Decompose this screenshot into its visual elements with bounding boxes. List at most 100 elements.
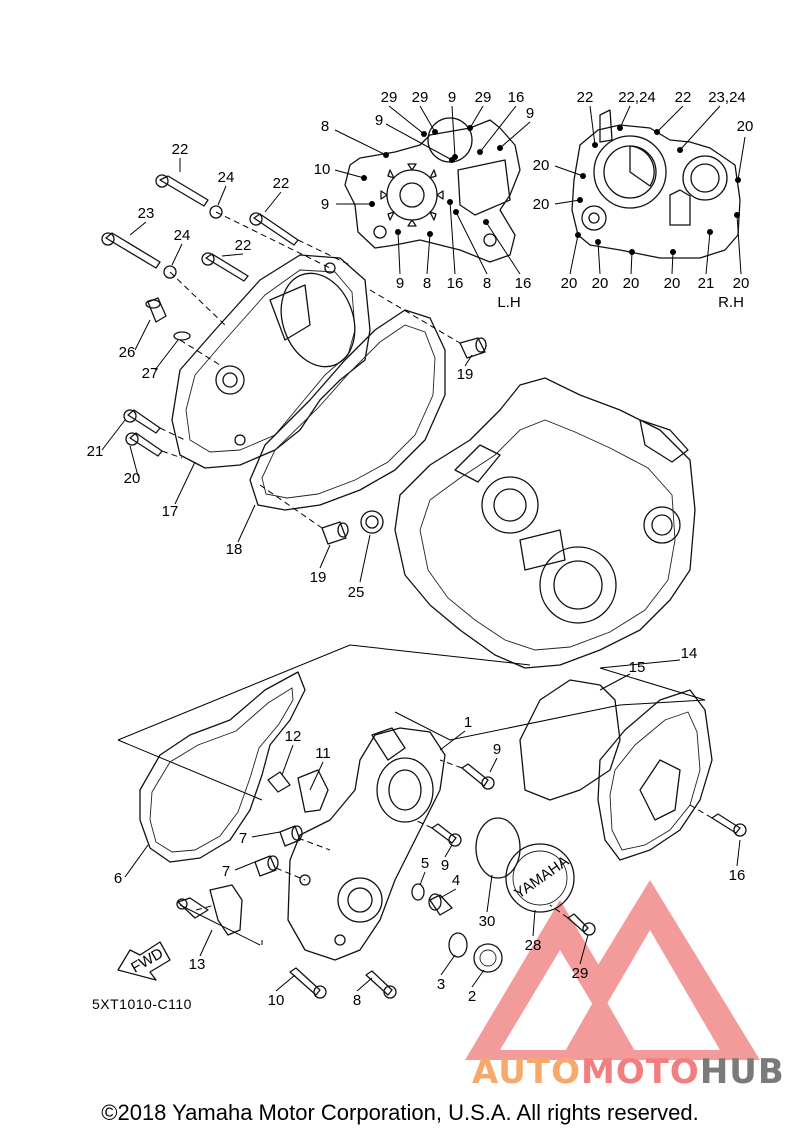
rh-callout: 20 bbox=[623, 275, 640, 292]
lower-callout: 4 bbox=[452, 872, 460, 889]
rh-callout: 22 bbox=[675, 89, 692, 106]
lower-callout: 16 bbox=[729, 867, 746, 884]
lh-callout: 16 bbox=[515, 275, 532, 292]
lh-callout: 29 bbox=[475, 89, 492, 106]
watermark-logo bbox=[465, 880, 760, 1060]
upper-callout: 26 bbox=[119, 344, 136, 361]
upper-callout: 19 bbox=[457, 366, 474, 383]
sprocket-cover-14 bbox=[597, 689, 713, 861]
crankcase-cover-1 bbox=[287, 727, 446, 961]
plugs bbox=[428, 893, 503, 973]
lower-callout: 14 bbox=[681, 645, 698, 662]
lh-leaders bbox=[334, 105, 531, 275]
upper-callout: 22 bbox=[235, 237, 252, 254]
lower-callout: 12 bbox=[285, 728, 302, 745]
rh-callout: 20 bbox=[733, 275, 750, 292]
upper-callout: 27 bbox=[142, 365, 159, 382]
small-parts bbox=[254, 769, 329, 877]
bracket-13 bbox=[176, 884, 243, 936]
upper-callout: 22 bbox=[273, 175, 290, 192]
rh-view-label: R.H bbox=[718, 294, 744, 311]
upper-callout: 19 bbox=[310, 569, 327, 586]
rh-callout: 20 bbox=[561, 275, 578, 292]
watermark-text: AUTOMOTOHUB bbox=[472, 1052, 785, 1092]
watermark-hub: HUB bbox=[699, 1052, 785, 1092]
rh-leaders bbox=[554, 105, 746, 275]
rh-callout: 21 bbox=[698, 275, 715, 292]
lh-callout: 29 bbox=[412, 89, 429, 106]
upper-callout: 18 bbox=[226, 541, 243, 558]
lh-callout: 9 bbox=[526, 105, 534, 122]
lower-callout: 2 bbox=[468, 988, 476, 1005]
lower-callouts: 1 9 12 11 14 15 7 7 6 5 9 4 13 3 30 28 1… bbox=[114, 645, 746, 1009]
lh-callouts: 29 29 9 29 16 9 8 9 10 9 9 8 16 8 16 L.H bbox=[314, 89, 535, 311]
upper-callout: 24 bbox=[174, 227, 191, 244]
lower-callout: 8 bbox=[353, 992, 361, 1009]
upper-callouts: 22 24 22 23 24 22 26 27 19 21 20 17 18 1… bbox=[87, 141, 474, 601]
frame-lines bbox=[117, 644, 706, 946]
watermark-moto: MOTO bbox=[580, 1052, 700, 1092]
crankcase-assembly bbox=[394, 377, 696, 669]
watermark-auto: AUTO bbox=[472, 1052, 581, 1092]
lower-callout: 1 bbox=[464, 714, 472, 731]
lower-dashed-leaders bbox=[195, 759, 713, 919]
lower-callout: 15 bbox=[629, 659, 646, 676]
lh-callout: 10 bbox=[314, 161, 331, 178]
rh-callout: 20 bbox=[533, 196, 550, 213]
upper-dashed-leaders bbox=[159, 211, 461, 529]
upper-callout: 23 bbox=[138, 205, 155, 222]
lh-callout: 8 bbox=[321, 118, 329, 135]
rh-callout: 20 bbox=[592, 275, 609, 292]
upper-callout: 25 bbox=[348, 584, 365, 601]
lh-callout: 9 bbox=[321, 196, 329, 213]
lh-callout: 9 bbox=[396, 275, 404, 292]
lh-callout: 8 bbox=[483, 275, 491, 292]
lower-callout: 9 bbox=[441, 857, 449, 874]
upper-bolts bbox=[101, 174, 299, 457]
copyright-notice: ©2018 Yamaha Motor Corporation, U.S.A. A… bbox=[101, 1100, 699, 1125]
fwd-arrow-icon bbox=[117, 941, 171, 981]
lower-callout: 30 bbox=[479, 913, 496, 930]
rh-callout: 22,24 bbox=[618, 89, 656, 106]
upper-callout: 20 bbox=[124, 470, 141, 487]
upper-callout: 21 bbox=[87, 443, 104, 460]
lower-callout: 3 bbox=[437, 976, 445, 993]
diagram-code: 5XT1010-C110 bbox=[92, 996, 192, 1012]
lh-view bbox=[344, 117, 521, 263]
lower-callout: 9 bbox=[493, 741, 501, 758]
lower-callout: 29 bbox=[572, 965, 589, 982]
lower-callout: 6 bbox=[114, 870, 122, 887]
o-rings bbox=[411, 817, 521, 958]
lh-callout: 16 bbox=[508, 89, 525, 106]
gasket-15 bbox=[519, 679, 621, 801]
dowel-parts bbox=[321, 337, 487, 545]
lower-callout: 28 bbox=[525, 937, 542, 954]
gasket-6 bbox=[139, 671, 306, 863]
lh-view-label: L.H bbox=[497, 294, 520, 311]
lh-callout: 29 bbox=[381, 89, 398, 106]
upper-leaders bbox=[101, 158, 473, 583]
lower-callout: 7 bbox=[222, 863, 230, 880]
upper-callout: 22 bbox=[172, 141, 189, 158]
lh-callout: 9 bbox=[375, 112, 383, 129]
lh-callout: 8 bbox=[423, 275, 431, 292]
rh-callout: 20 bbox=[664, 275, 681, 292]
rh-callout: 23,24 bbox=[708, 89, 746, 106]
rh-callout: 20 bbox=[533, 157, 550, 174]
cover-brand-label: YAMAHA bbox=[511, 853, 572, 903]
lower-callout: 5 bbox=[421, 855, 429, 872]
crankcase-cover-left bbox=[171, 254, 371, 469]
lower-callout: 7 bbox=[239, 830, 247, 847]
rh-callout: 22 bbox=[577, 89, 594, 106]
upper-callout: 17 bbox=[162, 503, 179, 520]
lh-callout: 9 bbox=[448, 89, 456, 106]
lower-leaders bbox=[124, 659, 741, 992]
lower-callout: 13 bbox=[189, 956, 206, 973]
lower-bolts bbox=[289, 763, 747, 999]
upper-callout: 24 bbox=[218, 169, 235, 186]
lower-callout: 11 bbox=[315, 745, 331, 762]
rh-callout: 20 bbox=[737, 118, 754, 135]
cover-28 bbox=[505, 843, 575, 913]
rh-callouts: 22 22,24 22 23,24 20 20 20 20 20 20 20 2… bbox=[533, 89, 754, 311]
